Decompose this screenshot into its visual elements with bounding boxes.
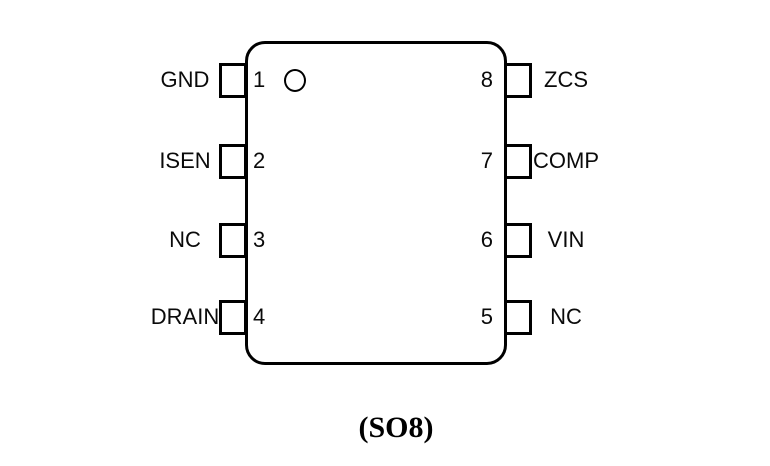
pin-6-pad xyxy=(504,223,532,258)
package-caption: (SO8) xyxy=(358,411,434,444)
pin-8-pad xyxy=(504,63,532,98)
pin-4-number: 4 xyxy=(253,304,266,329)
pin-5-number: 5 xyxy=(480,304,493,329)
pin-4-pad xyxy=(219,300,247,335)
pin1-indicator-icon xyxy=(284,69,306,92)
pin-2-label: ISEN xyxy=(159,148,211,173)
pin-6-label: VIN xyxy=(547,227,585,252)
pin-7-number: 7 xyxy=(480,148,493,173)
pin-8-label: ZCS xyxy=(544,67,588,92)
pin-5-pad xyxy=(504,300,532,335)
pin-7-pad xyxy=(504,144,532,179)
pin-4-label: DRAIN xyxy=(150,304,220,329)
pin-3-label: NC xyxy=(169,227,201,252)
pin-8-number: 8 xyxy=(480,67,493,92)
pin-1-label: GND xyxy=(160,67,210,92)
pin-2-pad xyxy=(219,144,247,179)
pin-3-pad xyxy=(219,223,247,258)
pin-2-number: 2 xyxy=(253,148,266,173)
pin-7-label: COMP xyxy=(533,148,599,173)
pin-6-number: 6 xyxy=(480,227,493,252)
pin-5-label: NC xyxy=(550,304,582,329)
chip-body xyxy=(245,41,507,365)
pin-3-number: 3 xyxy=(253,227,266,252)
pin-1-number: 1 xyxy=(253,67,266,92)
pin-1-pad xyxy=(219,63,247,98)
